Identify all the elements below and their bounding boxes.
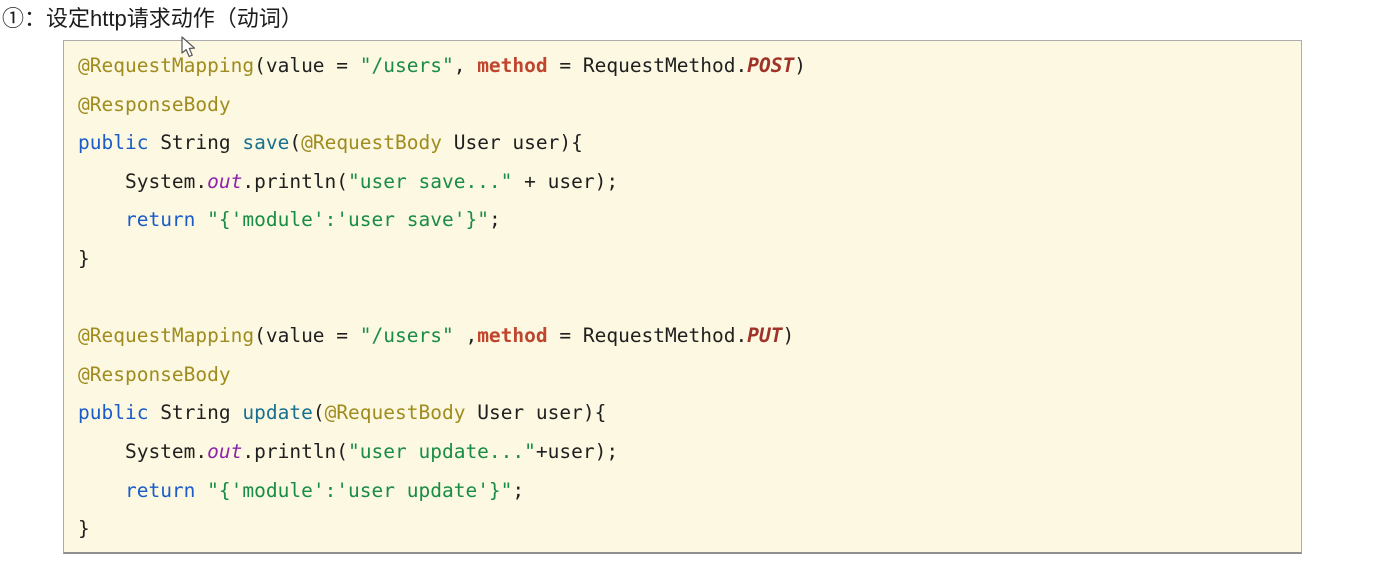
code-token-kw: return xyxy=(124,208,196,232)
code-line: return "{'module':'user save'}"; xyxy=(78,201,1287,240)
code-content: @RequestMapping(value = "/users", method… xyxy=(78,47,1287,549)
code-token-ann: @ResponseBody xyxy=(78,92,231,116)
page-title: ①：设定http请求动作（动词） xyxy=(2,6,303,31)
code-line: } xyxy=(78,240,1287,279)
code-token-fn: update xyxy=(242,401,313,425)
code-token-attr: method xyxy=(477,324,548,348)
code-token-def: (value = xyxy=(254,324,360,348)
code-token-str: "/users" xyxy=(359,54,454,77)
code-token-def xyxy=(195,208,207,231)
code-line: @RequestMapping(value = "/users", method… xyxy=(78,47,1287,86)
code-line: } xyxy=(78,510,1287,549)
code-token-def: + user); xyxy=(512,169,619,193)
code-token-def: ; xyxy=(512,478,525,502)
code-token-field: out xyxy=(207,439,243,463)
code-token-def: +user); xyxy=(535,439,619,463)
code-token-def: String xyxy=(148,131,243,155)
code-token-def: , xyxy=(453,54,478,77)
code-token-def: ( xyxy=(289,131,302,155)
code-token-def xyxy=(195,479,207,502)
code-token-def: User user){ xyxy=(441,131,583,155)
code-line: @ResponseBody xyxy=(78,356,1287,395)
code-token-def: System. xyxy=(78,439,208,463)
code-line: public String save(@RequestBody User use… xyxy=(78,124,1287,163)
code-token-kw: public xyxy=(78,131,149,155)
code-token-def xyxy=(78,479,125,502)
code-token-def: .println( xyxy=(242,439,349,463)
code-token-def: .println( xyxy=(242,169,349,193)
code-token-str: "user update..." xyxy=(348,439,536,463)
code-token-kw: return xyxy=(124,478,196,502)
code-line xyxy=(78,279,1287,318)
code-token-ann: @RequestMapping xyxy=(78,324,255,348)
code-token-ann: @ResponseBody xyxy=(78,362,231,386)
code-token-def: = RequestMethod. xyxy=(547,324,748,348)
code-line: @RequestMapping(value = "/users" ,method… xyxy=(78,317,1287,356)
code-token-def: = RequestMethod. xyxy=(547,54,748,77)
code-token-def: String xyxy=(148,401,243,425)
code-line: System.out.println("user update..."+user… xyxy=(78,433,1287,472)
code-token-def: ; xyxy=(488,208,501,232)
code-token-def: , xyxy=(453,324,478,348)
code-token-ann: @RequestBody xyxy=(301,131,442,155)
code-token-enum: PUT xyxy=(747,324,783,348)
code-token-str: "/users" xyxy=(359,324,454,348)
code-token-enum: POST xyxy=(747,54,795,77)
code-token-fn: save xyxy=(242,131,290,155)
code-token-str: "user save..." xyxy=(348,169,513,193)
code-token-def xyxy=(78,208,125,231)
code-token-ann: @RequestBody xyxy=(324,401,466,425)
code-line: public String update(@RequestBody User u… xyxy=(78,394,1287,433)
code-line: @ResponseBody xyxy=(78,86,1287,125)
code-token-def: ( xyxy=(312,401,325,425)
code-token-kw: public xyxy=(78,401,149,425)
code-token-def: User user){ xyxy=(465,401,607,425)
code-token-str: "{'module':'user save'}" xyxy=(207,208,489,232)
code-block: @RequestMapping(value = "/users", method… xyxy=(63,40,1302,554)
code-token-def: } xyxy=(78,517,90,541)
code-token-def: } xyxy=(78,246,90,270)
code-token-field: out xyxy=(207,169,243,193)
code-token-def: ) xyxy=(794,54,806,77)
code-token-def: (value = xyxy=(254,54,360,77)
code-token-ann: @RequestMapping xyxy=(78,54,255,77)
code-line: return "{'module':'user update'}"; xyxy=(78,472,1287,511)
code-token-def: ) xyxy=(782,324,795,348)
code-token-str: "{'module':'user update'}" xyxy=(207,478,513,502)
code-token-def: System. xyxy=(78,169,208,193)
code-token-attr: method xyxy=(477,54,548,77)
code-line: System.out.println("user save..." + user… xyxy=(78,163,1287,202)
